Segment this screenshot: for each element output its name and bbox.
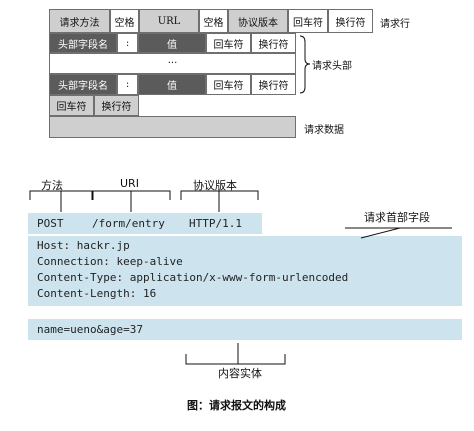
header-line-host: Host: hackr.jp — [37, 239, 130, 252]
protocol-version-cell: 协议版本 — [228, 9, 288, 33]
request-line-label: 请求行 — [380, 19, 410, 30]
request-line-band — [28, 213, 262, 234]
method-value: POST — [37, 217, 64, 230]
body-band — [28, 319, 462, 340]
version-label: 协议版本 — [193, 179, 237, 192]
uri-label: URI — [120, 177, 139, 190]
blank-line-lf-cell: 换行符 — [94, 95, 139, 116]
entity-label: 内容实体 — [218, 367, 262, 380]
url-cell: URL — [139, 9, 199, 33]
request-body-label: 请求数据 — [304, 125, 344, 136]
header-fields-label: 请求首部字段 — [364, 211, 430, 224]
blank-line-cr-cell: 回车符 — [49, 95, 94, 116]
request-headers-label: 请求头部 — [312, 61, 352, 72]
method-label: 方法 — [41, 179, 63, 192]
header-value-cell: 值 — [138, 33, 206, 53]
cr-cell: 回车符 — [288, 9, 328, 33]
header-line-content-length: Content-Length: 16 — [37, 287, 157, 300]
lf-cell: 换行符 — [251, 74, 296, 95]
header-line-connection: Connection: keep-alive — [37, 255, 183, 268]
request-body-cell — [49, 116, 296, 138]
header-field-name-cell: 头部字段名 — [49, 74, 117, 95]
colon-cell: : — [117, 74, 138, 95]
header-field-name-cell: 头部字段名 — [49, 33, 117, 53]
cr-cell: 回车符 — [206, 74, 251, 95]
ellipsis-row: ··· — [49, 53, 296, 74]
body-content: name=ueno&age=37 — [37, 323, 143, 336]
lf-cell: 换行符 — [251, 33, 296, 53]
space-cell-1: 空格 — [110, 9, 139, 33]
colon-cell: : — [117, 33, 138, 53]
uri-value: /form/entry — [92, 217, 165, 230]
figure-caption: 图：请求报文的构成 — [187, 399, 286, 412]
lf-cell: 换行符 — [328, 9, 373, 33]
header-line-content-type: Content-Type: application/x-www-form-url… — [37, 271, 349, 284]
headers-band — [28, 236, 462, 306]
version-value: HTTP/1.1 — [189, 217, 242, 230]
request-method-cell: 请求方法 — [49, 9, 110, 33]
space-cell-2: 空格 — [199, 9, 228, 33]
header-value-cell: 值 — [138, 74, 206, 95]
cr-cell: 回车符 — [206, 33, 251, 53]
